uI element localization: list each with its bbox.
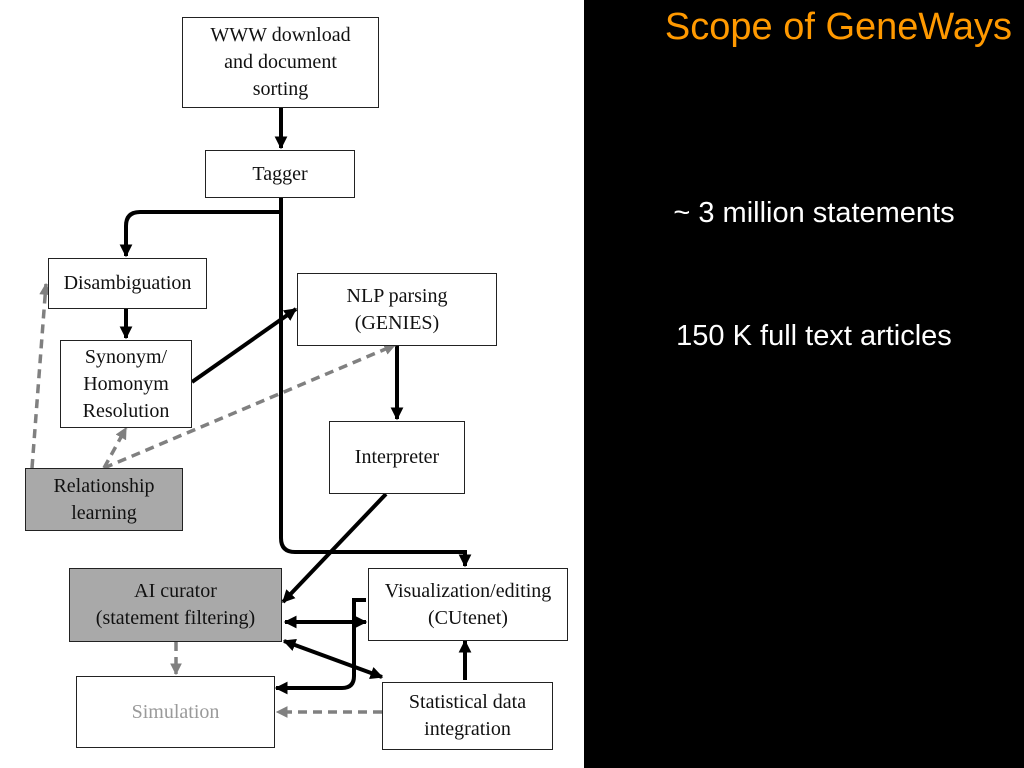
edge-ai-curator-statistical (282, 638, 384, 680)
node-simulation: Simulation (76, 676, 275, 748)
node-www-download: WWW download and document sorting (182, 17, 379, 108)
edge-relationship-to-synonym (102, 426, 128, 469)
edge-relationship-to-disambiguation (30, 282, 52, 469)
node-nlp-parsing: NLP parsing (GENIES) (297, 273, 497, 346)
node-statistical-integration: Statistical data integration (382, 682, 553, 750)
stat-articles: 150 K full text articles (676, 320, 952, 352)
diagram-edges (30, 108, 472, 718)
edge-visualization-to-simulation (274, 598, 366, 695)
edge-relationship-to-nlp (103, 343, 397, 470)
edge-tagger-to-disambiguation (119, 198, 283, 258)
node-visualization-editing: Visualization/editing (CUtenet) (368, 568, 568, 641)
node-tagger: Tagger (205, 150, 355, 198)
node-interpreter: Interpreter (329, 421, 465, 494)
node-synonym-homonym: Synonym/ Homonym Resolution (60, 340, 192, 428)
node-relationship-learning: Relationship learning (25, 468, 183, 531)
stat-statements: ~ 3 million statements (673, 197, 955, 229)
edge-interpreter-to-ai-curator (281, 492, 388, 604)
edge-synonym-to-nlp (190, 307, 298, 384)
node-disambiguation: Disambiguation (48, 258, 207, 309)
geneways-diagram: WWW download and document sorting Tagger… (0, 0, 584, 768)
slide-title: Scope of GeneWays (664, 6, 1012, 48)
edge-tagger-to-visualization (279, 198, 472, 568)
node-ai-curator: AI curator (statement filtering) (69, 568, 282, 642)
